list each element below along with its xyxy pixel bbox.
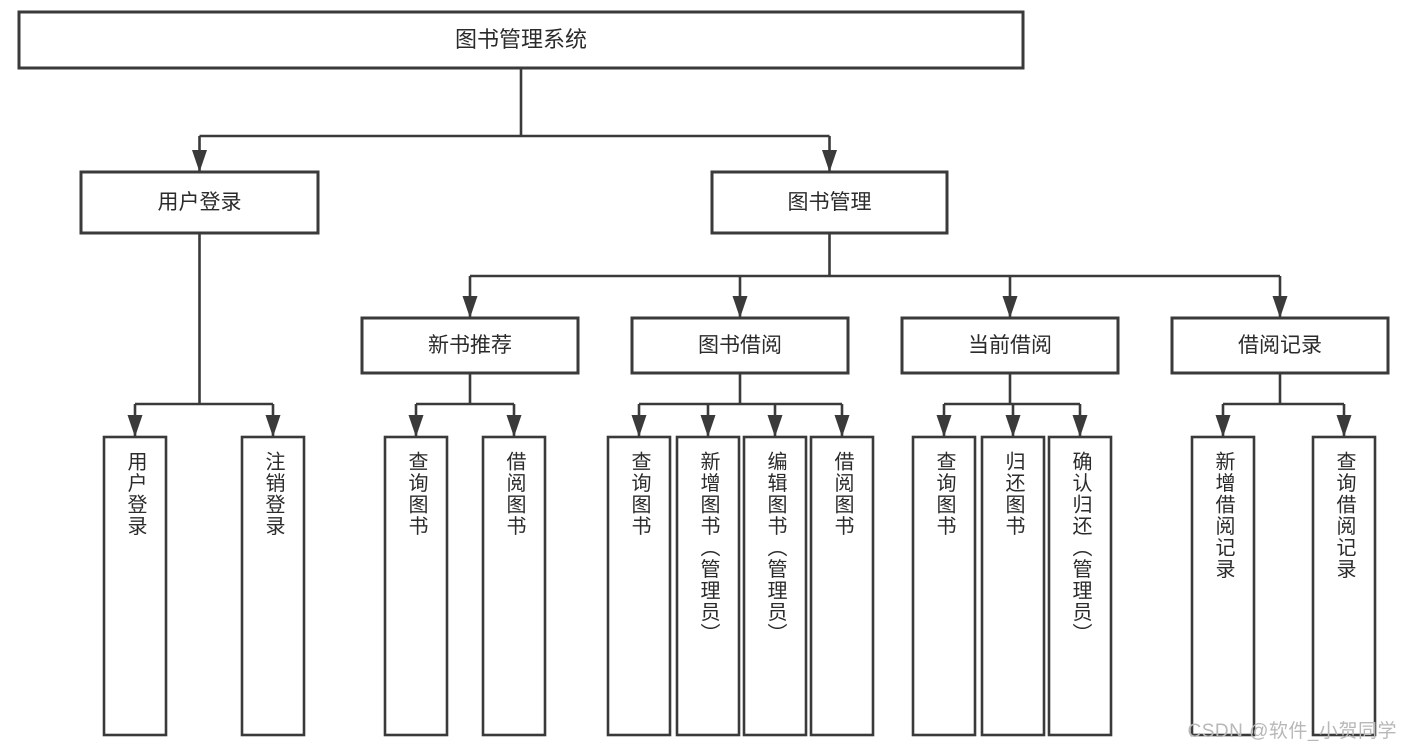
- node-leaf-3-rect: [481, 435, 547, 737]
- node-leaf-12-rect: [1311, 435, 1377, 737]
- arrow-head-icon: [936, 415, 952, 437]
- node-root: [17, 10, 1025, 70]
- node-level2-3-label: 借阅记录: [1238, 334, 1322, 357]
- node-level1-1-label: 图书管理: [788, 191, 872, 214]
- node-leaf-12: [1311, 435, 1377, 737]
- node-leaf-10: [1047, 435, 1113, 737]
- node-level1-0-rect: [79, 170, 320, 235]
- node-level2-2: [900, 316, 1120, 375]
- node-level2-0-rect: [360, 316, 580, 375]
- node-leaf-1: [240, 435, 306, 737]
- arrow-head-icon: [462, 296, 478, 318]
- node-leaf-8-rect: [911, 435, 977, 737]
- node-leaf-9: [980, 435, 1046, 737]
- node-leaf-3: [481, 435, 547, 737]
- node-level2-0: [360, 316, 580, 375]
- node-leaf-0: [102, 435, 168, 737]
- node-level2-1: [630, 316, 850, 375]
- node-level2-0-label: 新书推荐: [428, 334, 512, 357]
- arrow-head-icon: [192, 150, 207, 172]
- arrow-head-icon: [732, 296, 748, 318]
- node-level1-0-label: 用户登录: [158, 191, 242, 214]
- arrow-head-icon: [1215, 415, 1231, 437]
- node-leaf-5: [675, 435, 741, 737]
- arrow-head-icon: [265, 415, 281, 437]
- watermark: CSDN @软件_小贺同学: [1187, 721, 1397, 742]
- node-level2-1-rect: [630, 316, 850, 375]
- node-leaf-6: [742, 435, 808, 737]
- arrow-head-icon: [1336, 415, 1352, 437]
- node-leaf-11-rect: [1190, 435, 1256, 737]
- arrow-head-icon: [1002, 296, 1018, 318]
- node-leaf-11: [1190, 435, 1256, 737]
- node-leaf-2-rect: [383, 435, 449, 737]
- node-leaf-6-rect: [742, 435, 808, 737]
- node-leaf-9-rect: [980, 435, 1046, 737]
- arrow-head-icon: [408, 415, 424, 437]
- arrow-head-icon: [822, 150, 837, 172]
- arrow-head-icon: [506, 415, 522, 437]
- arrow-head-icon: [631, 415, 647, 437]
- node-leaf-7-rect: [809, 435, 875, 737]
- arrow-head-icon: [834, 415, 850, 437]
- node-level2-3: [1170, 316, 1390, 375]
- node-leaf-2: [383, 435, 449, 737]
- node-root-label: 图书管理系统: [455, 27, 587, 52]
- node-leaf-1-rect: [240, 435, 306, 737]
- arrow-head-icon: [1072, 415, 1088, 437]
- arrow-head-icon: [1005, 415, 1021, 437]
- node-leaf-0-rect: [102, 435, 168, 737]
- node-level1-1-rect: [710, 170, 949, 235]
- node-level2-2-label: 当前借阅: [968, 334, 1052, 357]
- connector-layer: [127, 68, 1352, 437]
- arrow-head-icon: [127, 415, 143, 437]
- node-leaf-8: [911, 435, 977, 737]
- node-level1-0: [79, 170, 320, 235]
- node-leaf-5-rect: [675, 435, 741, 737]
- arrow-head-icon: [700, 415, 716, 437]
- node-level1-1: [710, 170, 949, 235]
- node-leaf-4: [606, 435, 672, 737]
- node-leaf-10-rect: [1047, 435, 1113, 737]
- node-leaf-4-rect: [606, 435, 672, 737]
- node-leaf-7: [809, 435, 875, 737]
- arrow-head-icon: [1272, 296, 1288, 318]
- node-root-rect: [17, 10, 1025, 70]
- arrow-head-icon: [767, 415, 783, 437]
- node-level2-1-label: 图书借阅: [698, 334, 782, 357]
- node-level2-2-rect: [900, 316, 1120, 375]
- node-level2-3-rect: [1170, 316, 1390, 375]
